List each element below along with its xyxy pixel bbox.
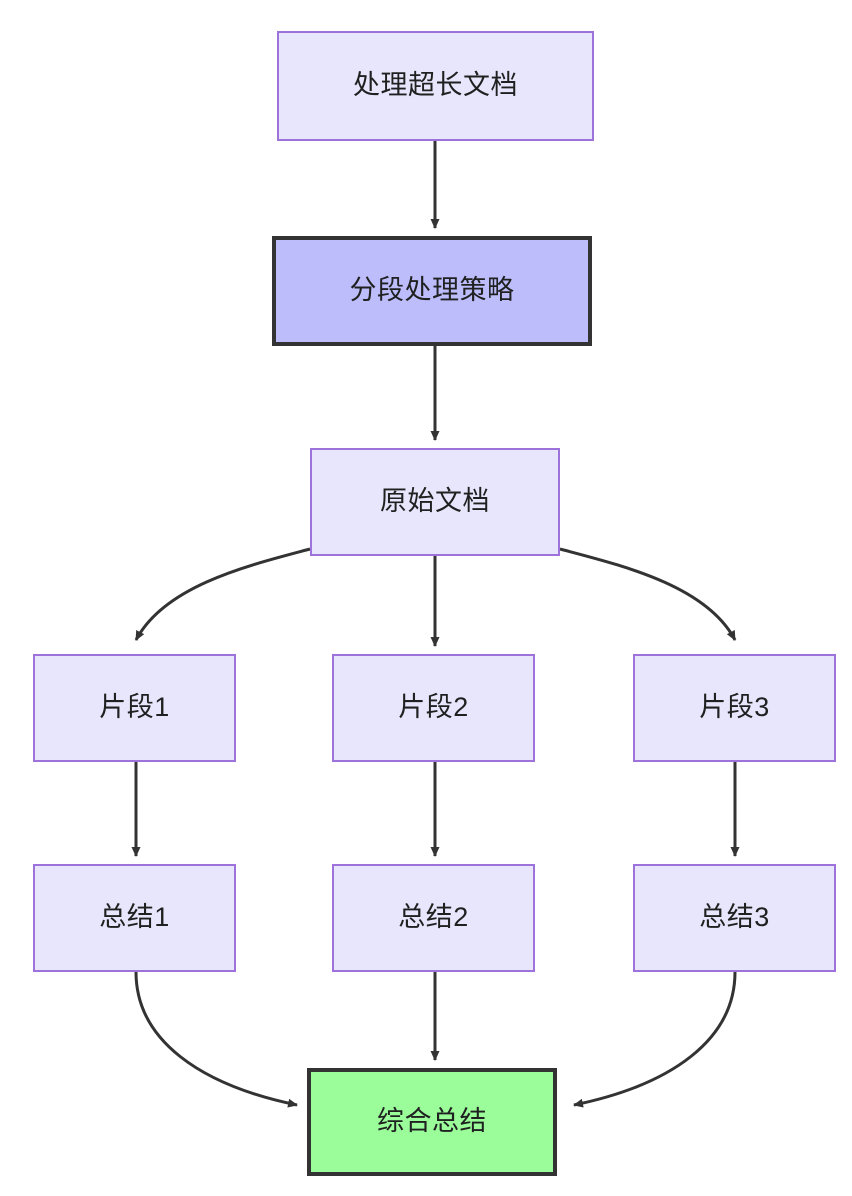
node-summary-2-label: 总结2 (398, 902, 469, 933)
node-summary-2[interactable]: 总结2 (332, 864, 535, 972)
node-root[interactable]: 处理超长文档 (277, 31, 594, 141)
edge-source-to-chunk1 (134, 547, 311, 641)
node-root-label: 处理超长文档 (353, 70, 518, 101)
node-chunk-2-label: 片段2 (398, 692, 469, 723)
node-chunk-3-label: 片段3 (699, 692, 770, 723)
node-source-document-label: 原始文档 (380, 486, 490, 517)
node-strategy-label: 分段处理策略 (349, 275, 515, 306)
node-final-summary-label: 综合总结 (377, 1106, 487, 1137)
node-summary-3-label: 总结3 (699, 902, 770, 933)
node-summary-1[interactable]: 总结1 (33, 864, 236, 972)
node-chunk-2[interactable]: 片段2 (332, 654, 535, 762)
edge-summary1-to-final (134, 971, 298, 1108)
node-strategy[interactable]: 分段处理策略 (272, 236, 592, 346)
node-final-summary[interactable]: 综合总结 (307, 1068, 557, 1176)
edge-source-to-chunk3 (559, 547, 737, 641)
node-summary-3[interactable]: 总结3 (633, 864, 836, 972)
node-summary-1-label: 总结1 (99, 902, 170, 933)
node-source-document[interactable]: 原始文档 (310, 448, 560, 556)
node-chunk-1-label: 片段1 (99, 692, 170, 723)
node-chunk-1[interactable]: 片段1 (33, 654, 236, 762)
node-chunk-3[interactable]: 片段3 (633, 654, 836, 762)
edge-summary3-to-final (573, 971, 737, 1108)
